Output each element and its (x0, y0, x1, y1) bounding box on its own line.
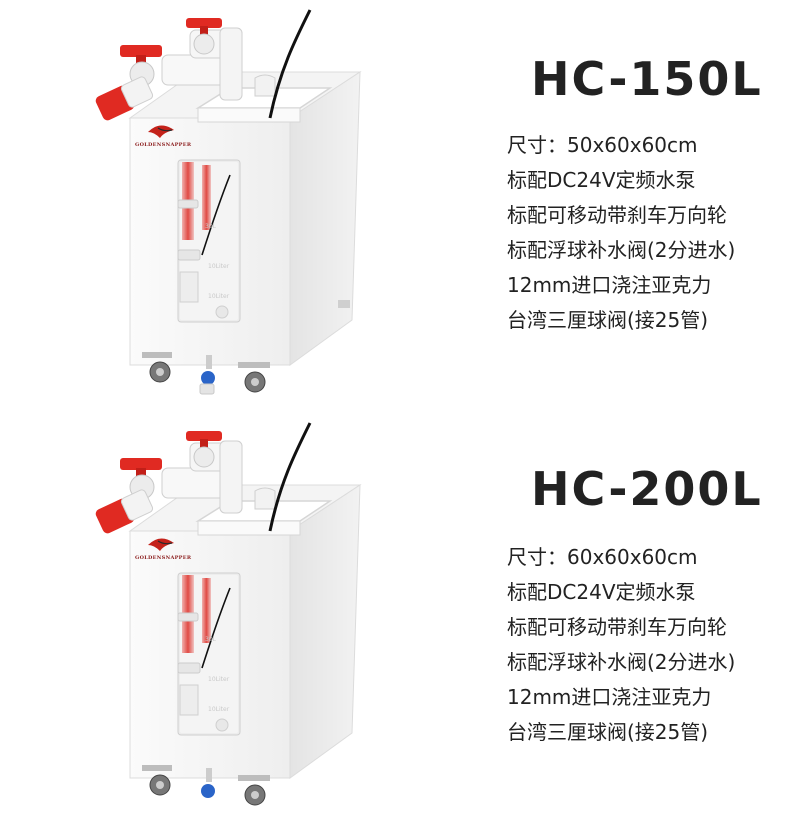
spec-item-ball-valve: 台湾三厘球阀(接25管) (507, 720, 709, 744)
product-card-hc-150l: 30L 10Liter 10Liter GOLDENSNAPPER (0, 0, 800, 400)
spec-item-acrylic: 12mm进口浇注亚克力 (507, 273, 712, 297)
spec-item-casters: 标配可移动带刹车万向轮 (507, 615, 727, 639)
power-cable (268, 9, 312, 119)
svg-text:GOLDENSNAPPER: GOLDENSNAPPER (135, 142, 192, 148)
caster-wheel-left (142, 352, 172, 383)
spec-item-acrylic: 12mm进口浇注亚克力 (507, 685, 712, 709)
model-title: HC-200L (531, 462, 763, 516)
ball-valve-lower (95, 45, 162, 121)
tank-volume-label: 10Liter (208, 293, 230, 300)
spec-list: 尺寸：50x60x60cm 标配DC24V定频水泵 标配可移动带刹车万向轮 标配… (507, 128, 735, 338)
spec-item-pump: 标配DC24V定频水泵 (507, 580, 696, 604)
spec-item-float-valve: 标配浮球补水阀(2分进水) (507, 238, 736, 262)
spec-item-size: 尺寸：50x60x60cm (507, 133, 698, 157)
drain-valve (201, 768, 215, 798)
spec-item-casters: 标配可移动带刹车万向轮 (507, 203, 727, 227)
spec-item-ball-valve: 台湾三厘球阀(接25管) (507, 308, 709, 332)
ball-valve-upper (186, 431, 222, 468)
spec-item-pump: 标配DC24V定频水泵 (507, 168, 696, 192)
caster-wheel-right (238, 775, 270, 806)
drain-valve (199, 355, 215, 395)
tank-volume-label: 10Liter (208, 676, 230, 683)
tank-volume-label: 10Liter (208, 263, 230, 270)
spec-item-size: 尺寸：60x60x60cm (507, 545, 698, 569)
tank-volume-label: 30L (205, 636, 217, 643)
goldensnapper-logo: GOLDENSNAPPER (135, 125, 192, 148)
tank-volume-label: 10Liter (208, 706, 230, 713)
ball-valve-lower (95, 458, 162, 534)
caster-wheel-right (238, 300, 350, 393)
power-cable (268, 422, 312, 532)
goldensnapper-logo: GOLDENSNAPPER (135, 538, 192, 561)
product-card-hc-200l: 30L 10Liter 10Liter GOLDENSNAPPER (0, 413, 800, 813)
caster-wheel-left (142, 765, 172, 796)
tank-volume-label: 30L (205, 223, 217, 230)
model-title: HC-150L (531, 52, 763, 106)
ball-valve-upper (186, 18, 222, 55)
sump-cabinet-illustration: 30L 10Liter 10Liter GOLDENSNAPPER (95, 9, 362, 395)
spec-list: 尺寸：60x60x60cm 标配DC24V定频水泵 标配可移动带刹车万向轮 标配… (507, 540, 735, 750)
sump-cabinet-illustration: 30L 10Liter 10Liter GOLDENSNAPPER (95, 422, 362, 806)
spec-item-float-valve: 标配浮球补水阀(2分进水) (507, 650, 736, 674)
svg-text:GOLDENSNAPPER: GOLDENSNAPPER (135, 555, 192, 561)
